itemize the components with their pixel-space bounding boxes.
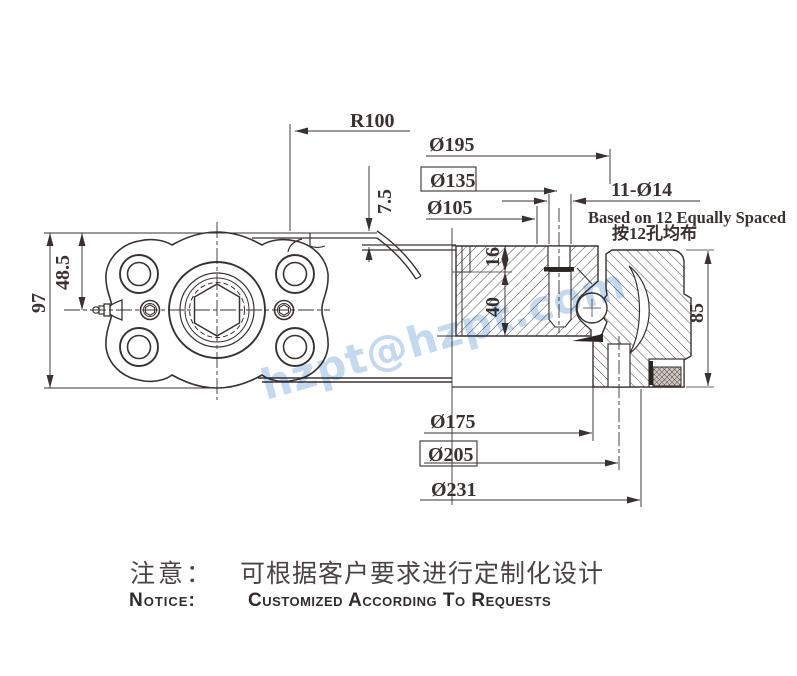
outer-bolt-hole: [607, 336, 631, 471]
notice-block: 注意： 可根据客户要求进行定制化设计 Notice: Customized Ac…: [129, 559, 604, 611]
dim-d205: Ø205: [428, 444, 474, 466]
inner-bolt-hole: [544, 208, 574, 333]
bearing-ball: [576, 267, 608, 324]
dim-7-5: 7.5: [374, 189, 396, 214]
dim-97: 97: [28, 293, 50, 313]
bracket-arm: [44, 230, 456, 389]
notice-text-en: Customized According To Requests: [248, 590, 551, 611]
d205-box: [419, 440, 478, 467]
front-view: [44, 222, 456, 400]
dimension-lines: [46, 124, 714, 507]
dim-d135: Ø135: [430, 170, 476, 192]
section-view: [437, 208, 692, 505]
dim-48-5: 48.5: [52, 255, 74, 290]
corner-holes: [119, 254, 315, 367]
dim-d105: Ø105: [427, 197, 473, 219]
notice-text-cn: 可根据客户要求进行定制化设计: [240, 559, 604, 588]
dimension-labels: R100 7.5 Ø195 Ø135 Ø105 11-Ø14 Based on …: [28, 110, 786, 501]
dim-85: 85: [686, 303, 708, 323]
seal-wedge: [572, 334, 603, 342]
dim-d231: Ø231: [431, 479, 477, 501]
dim-d195: Ø195: [429, 134, 475, 156]
dim-r100: R100: [350, 110, 394, 132]
seal-pocket: [648, 358, 685, 388]
front-centerlines: [64, 222, 330, 400]
holes-note-en: Based on 12 Equally Spaced: [588, 208, 786, 227]
notice-label-en: Notice:: [129, 590, 196, 611]
notice-label-cn: 注意：: [130, 559, 214, 588]
dim-40: 40: [482, 297, 504, 317]
dim-d175: Ø175: [430, 411, 476, 433]
d135-box: [420, 166, 477, 192]
dim-holes: 11-Ø14: [611, 179, 672, 201]
dim-16: 16: [482, 247, 504, 267]
holes-note-cn: 按12孔均布: [612, 223, 697, 243]
